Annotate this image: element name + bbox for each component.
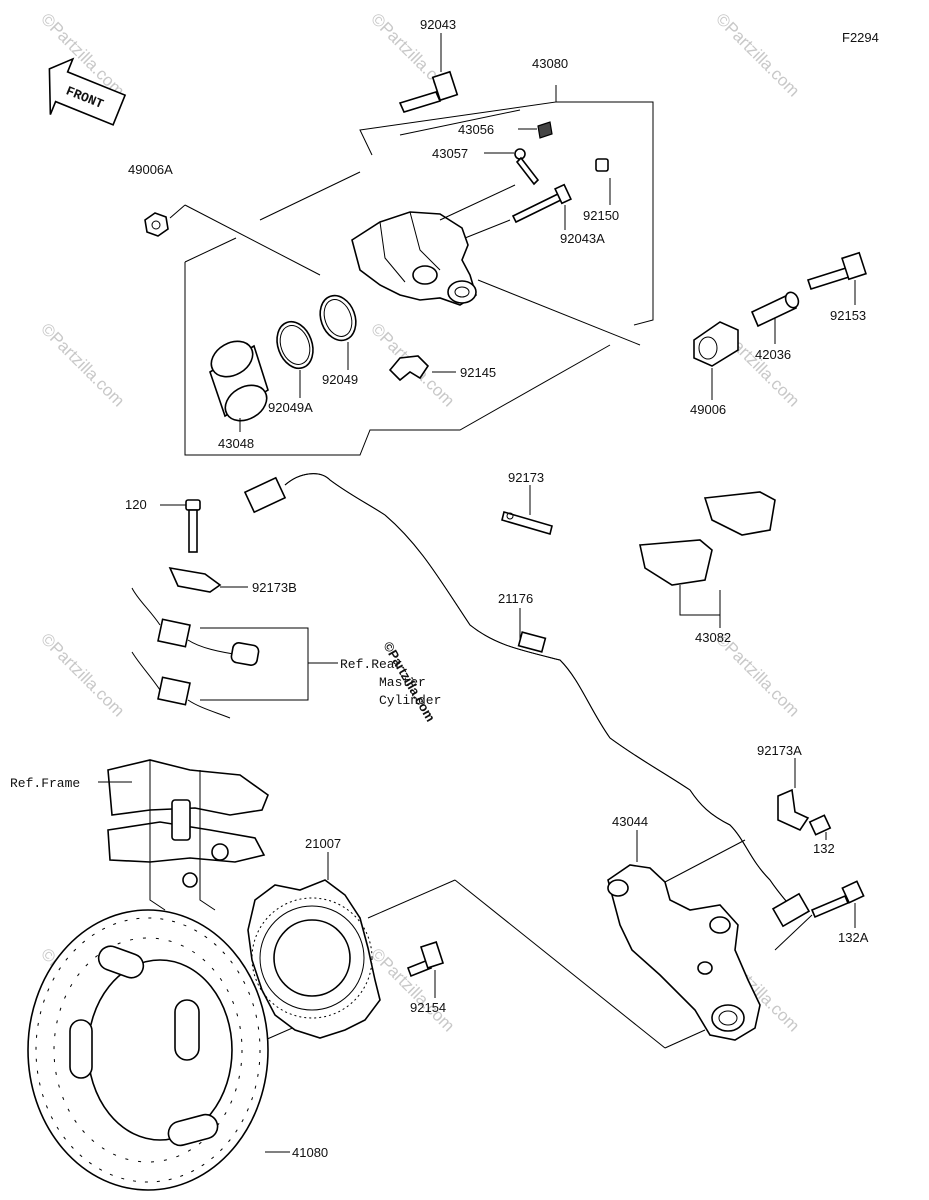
ref-rear-master-cylinder-line3: Cylinder (379, 693, 441, 708)
clamp-92173 (501, 485, 553, 536)
spring-92145 (388, 355, 456, 382)
brake-hose-21176 (243, 473, 811, 928)
bracket-92173A (777, 758, 810, 832)
label-41080: 41080 (292, 1145, 328, 1160)
label-42036: 42036 (755, 347, 791, 362)
front-arrow: FRONT (48, 57, 127, 126)
piston-43048 (209, 340, 269, 432)
label-132: 132 (813, 841, 835, 856)
nut-49006A (144, 204, 321, 276)
sensor-rotor-21007 (247, 852, 381, 1039)
master-cylinder-hoses (131, 587, 338, 719)
caliper-group-outline (184, 85, 654, 456)
figure-code: F2294 (842, 30, 879, 45)
label-92043A: 92043A (560, 231, 605, 246)
label-92173: 92173 (508, 470, 544, 485)
seal-92049A (276, 320, 314, 398)
label-92049: 92049 (322, 372, 358, 387)
seal-92049 (319, 294, 357, 370)
collar-42036 (750, 291, 800, 344)
clamp-92173B (168, 566, 248, 593)
label-92145: 92145 (460, 365, 496, 380)
label-120: 120 (125, 497, 147, 512)
frame-section (98, 759, 269, 911)
cap-43057 (484, 148, 540, 186)
bolt-92043 (398, 33, 459, 113)
label-92173A: 92173A (757, 743, 802, 758)
label-43044: 43044 (612, 814, 648, 829)
label-43048: 43048 (218, 436, 254, 451)
brake-disc-41080 (27, 909, 290, 1191)
bolt-120 (160, 499, 201, 553)
bushing-49006 (693, 321, 739, 400)
label-92153: 92153 (830, 308, 866, 323)
ref-frame: Ref.Frame (10, 776, 80, 791)
pin-92043A (511, 183, 572, 230)
caliper-body (351, 184, 641, 346)
brake-pads-43082 (639, 491, 776, 628)
watermark: ©Partzilla.com (712, 9, 803, 100)
caliper-bracket-43044 (607, 830, 761, 1041)
bolt-132 (808, 814, 832, 840)
ref-rear-master-cylinder-line1: Ref.Rear (340, 657, 402, 672)
plug-92150 (595, 158, 611, 205)
label-92173B: 92173B (252, 580, 297, 595)
label-92154: 92154 (410, 1000, 446, 1015)
label-21176: 21176 (498, 591, 533, 606)
label-43057: 43057 (432, 146, 468, 161)
label-132A: 132A (838, 930, 869, 945)
label-92049A: 92049A (268, 400, 313, 415)
label-49006: 49006 (690, 402, 726, 417)
bolt-92153 (806, 251, 867, 305)
bolt-92154 (406, 941, 445, 998)
label-43056: 43056 (458, 122, 494, 137)
bolt-132A (774, 880, 865, 951)
label-43082: 43082 (695, 630, 731, 645)
watermark: ©Partzilla.com (37, 629, 128, 720)
watermark: ©Partzilla.com (367, 944, 458, 1035)
label-49006A: 49006A (128, 162, 173, 177)
label-21007: 21007 (305, 836, 341, 851)
watermark: ©Partzilla.com (37, 319, 128, 410)
label-92043: 92043 (420, 17, 456, 32)
ref-rear-master-cylinder-line2: Master (379, 675, 426, 690)
label-43080: 43080 (532, 56, 568, 71)
bleeder-43056 (518, 121, 553, 139)
label-92150: 92150 (583, 208, 619, 223)
